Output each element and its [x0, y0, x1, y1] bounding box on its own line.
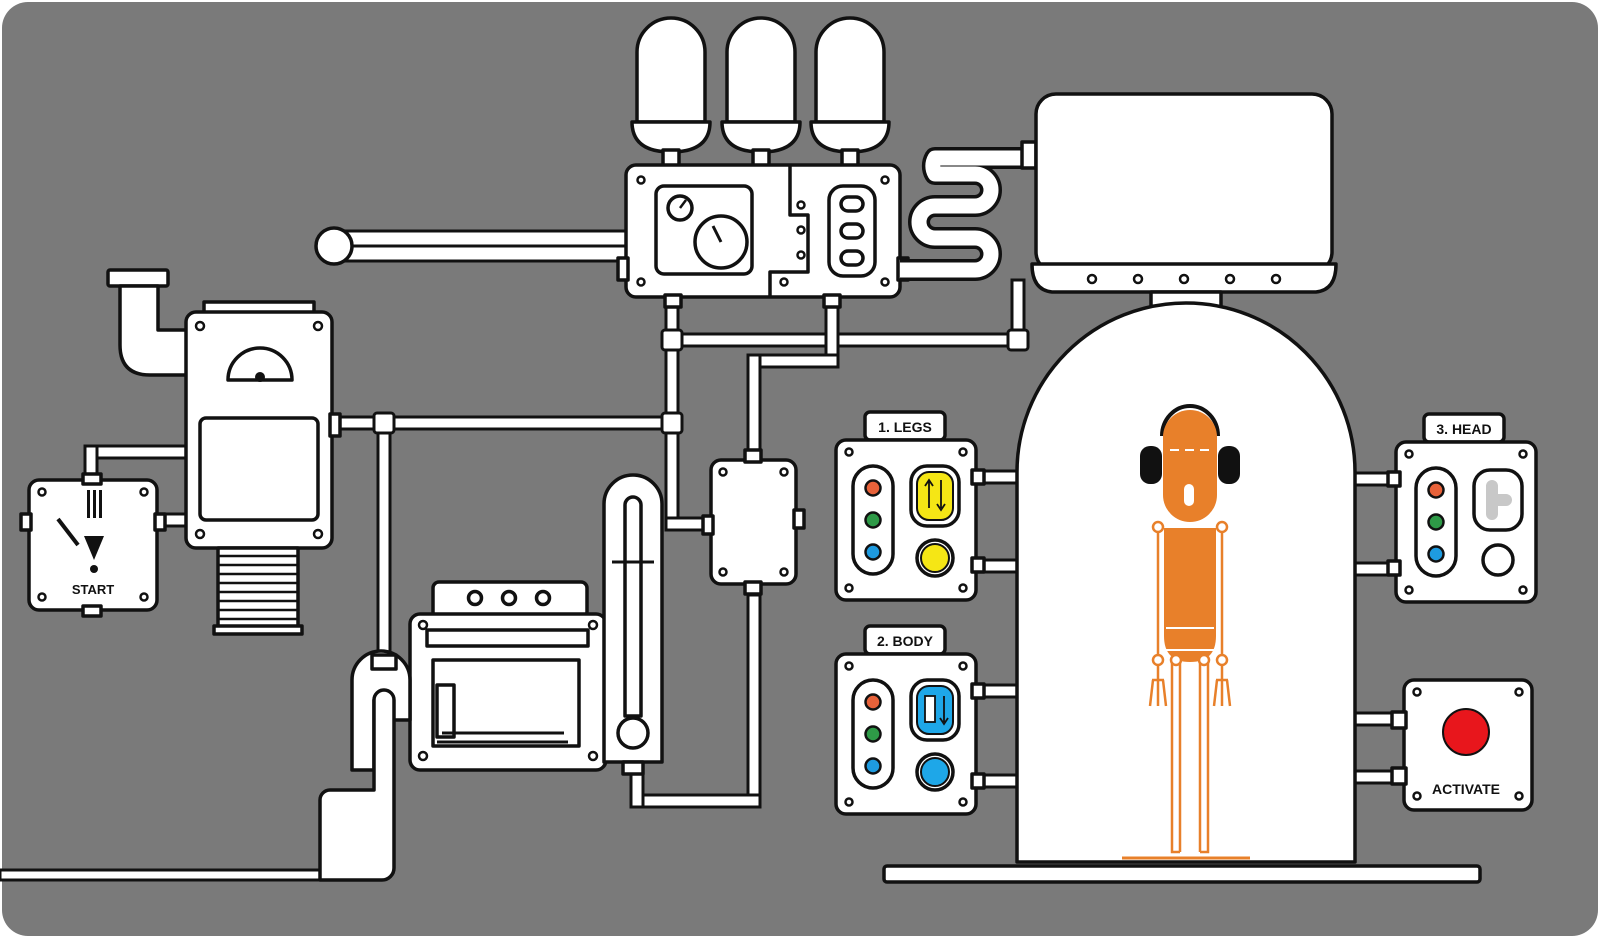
robot: [1122, 404, 1250, 860]
capsule-tanks: [630, 16, 891, 168]
body-selector-switch[interactable]: [909, 678, 961, 742]
junction-box: [701, 448, 806, 596]
body-button[interactable]: [920, 757, 950, 787]
oven: [318, 580, 608, 882]
head-button[interactable]: [1481, 543, 1515, 577]
panel-activate: ACTIVATE: [1390, 678, 1534, 812]
start-label: START: [72, 582, 114, 597]
boiler: [106, 268, 342, 636]
pipe-cap: [314, 226, 354, 266]
pipe-joints: [372, 328, 1030, 435]
panel-body-title: 2. BODY: [877, 633, 934, 649]
start-switch[interactable]: START: [19, 472, 167, 618]
panel-head: 3. HEAD: [1386, 412, 1538, 604]
panel-legs-title: 1. LEGS: [878, 419, 932, 435]
legs-selector-switch[interactable]: [909, 464, 961, 528]
control-box: [616, 163, 910, 309]
panel-head-title: 3. HEAD: [1436, 421, 1491, 437]
lightning-icon: [84, 490, 104, 573]
panel-legs: 1. LEGS: [834, 410, 986, 602]
thermometer: [602, 473, 664, 776]
activate-label: ACTIVATE: [1432, 781, 1500, 797]
head-selector-switch[interactable]: [1472, 468, 1524, 532]
panel-body: 2. BODY: [834, 624, 986, 816]
switch-lever[interactable]: [56, 517, 80, 547]
heat-coil: [900, 140, 1038, 281]
activate-button[interactable]: [1442, 708, 1490, 756]
legs-button[interactable]: [920, 543, 950, 573]
